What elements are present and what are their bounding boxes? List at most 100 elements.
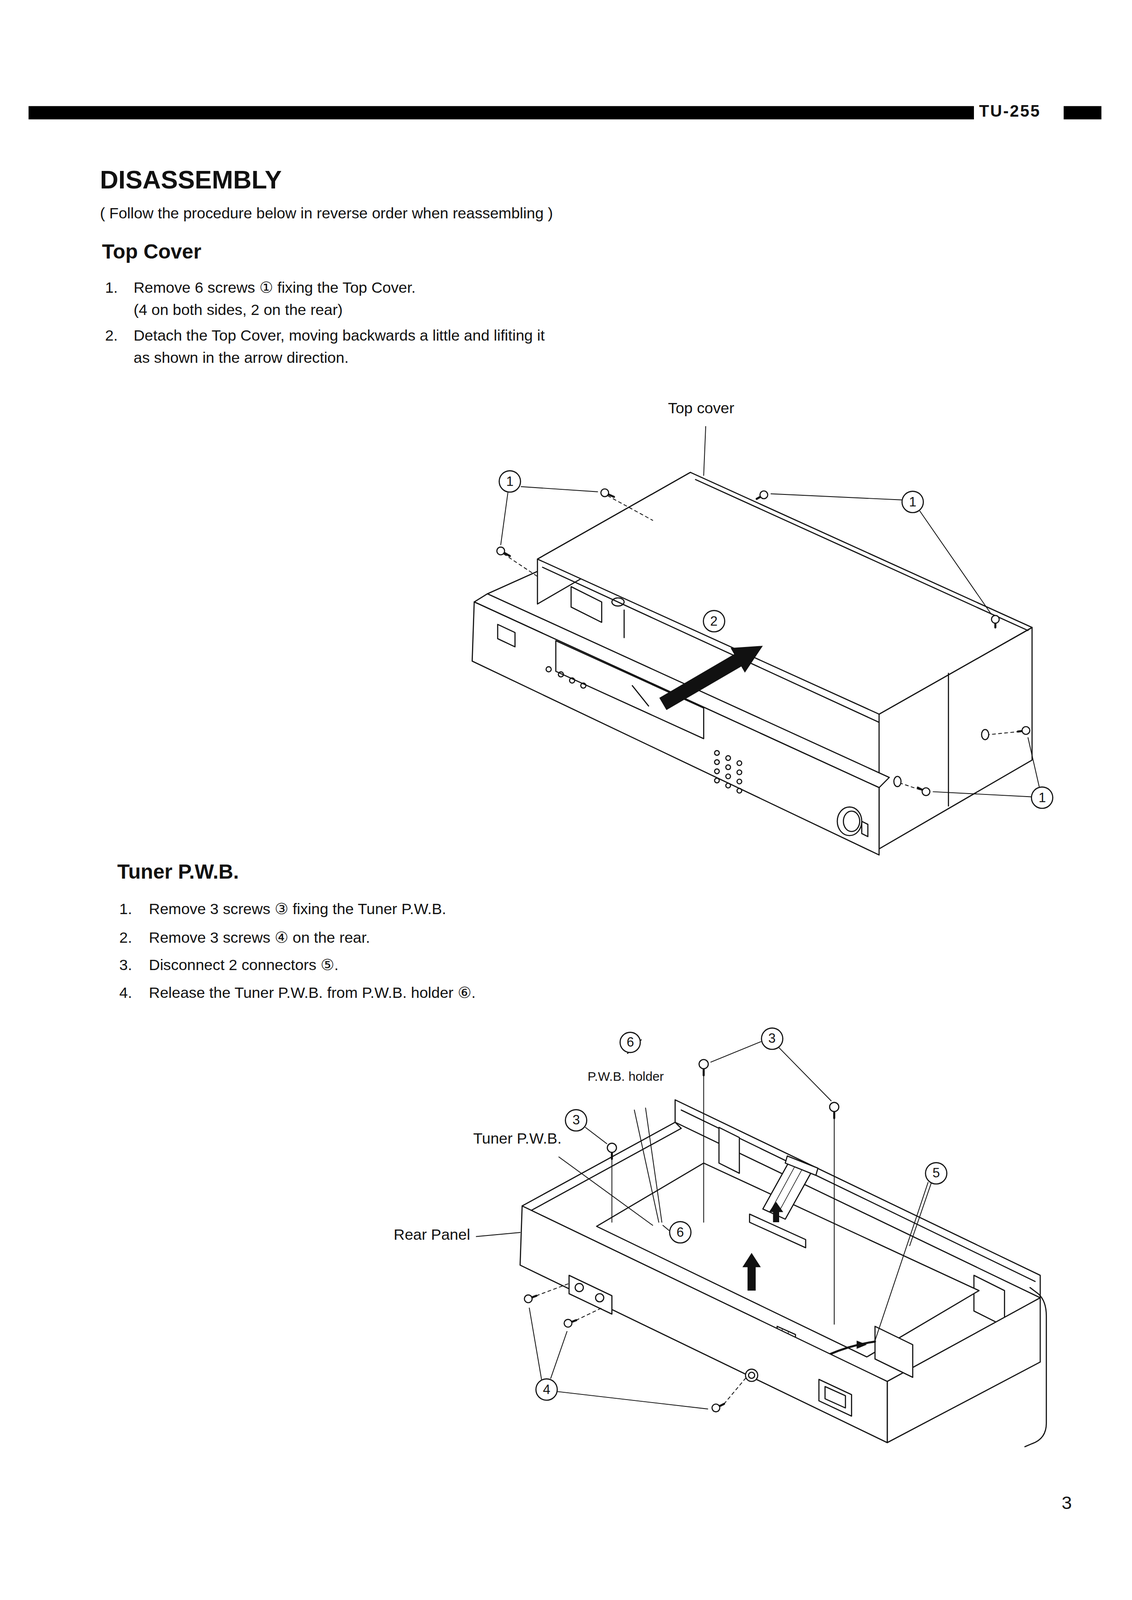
- screw: [991, 615, 1000, 623]
- leader-line: [1027, 737, 1039, 787]
- callout-number-text: 1: [506, 474, 514, 489]
- step-number: 1.: [105, 276, 118, 300]
- leader-line: [662, 1224, 669, 1230]
- callout-number: 3: [760, 1026, 784, 1050]
- terminal-post: [748, 1371, 755, 1378]
- button: [580, 682, 587, 688]
- direction-arrow: [742, 1252, 761, 1291]
- guide-line: [703, 1073, 704, 1223]
- step-number: 2.: [119, 926, 132, 949]
- callout-number-text: 2: [710, 613, 718, 629]
- flat-cable: [777, 1169, 802, 1215]
- step-number: 3.: [119, 953, 132, 977]
- section-heading: Tuner P.W.B.: [117, 856, 240, 886]
- callout-circle: [499, 470, 521, 493]
- key: [736, 769, 742, 775]
- leader-line: [585, 1126, 607, 1144]
- page-title: DISASSEMBLY: [99, 161, 282, 199]
- callout-circle: [620, 1032, 642, 1054]
- leader-line: [932, 791, 1031, 797]
- header-bar: [1063, 105, 1102, 120]
- rear-panel: [520, 1205, 888, 1443]
- front-bezel: [1024, 1287, 1047, 1446]
- part-label: Top cover: [668, 397, 735, 420]
- guide-line: [901, 783, 920, 790]
- callout-number: 1: [900, 489, 925, 514]
- bracket: [973, 1274, 1005, 1326]
- bracket: [718, 1126, 740, 1173]
- holder-callout: 6P.W.B. holder: [573, 1020, 669, 1117]
- jack: [595, 1293, 604, 1302]
- leader-line: [779, 1047, 832, 1101]
- screw-hole: [894, 776, 902, 787]
- callout-number: 3: [564, 1108, 588, 1132]
- wire: [828, 1340, 876, 1355]
- screw-hole: [981, 729, 989, 740]
- key: [725, 783, 731, 788]
- key: [736, 778, 742, 784]
- callout-number-text: 3: [768, 1030, 776, 1046]
- screw: [829, 1102, 839, 1112]
- cover-edge: [695, 479, 1028, 631]
- screw: [496, 546, 505, 555]
- step-text: Remove 3 screws ④ on the rear.: [149, 926, 371, 949]
- tuning-knob: [843, 810, 860, 832]
- callout-number: 1: [1030, 785, 1054, 810]
- terminal-post: [745, 1368, 758, 1382]
- display-glare: [632, 685, 649, 706]
- guide-line: [724, 1377, 746, 1404]
- callout-circle: [902, 491, 924, 513]
- callout-number: 1: [498, 469, 522, 493]
- key: [714, 768, 720, 774]
- callout-circle: [669, 1221, 691, 1243]
- leader-line: [558, 1156, 653, 1225]
- key: [714, 777, 720, 783]
- callout-number-text: 6: [676, 1224, 684, 1240]
- transformer: [874, 1325, 913, 1377]
- callout-circle: [925, 1162, 948, 1184]
- callout-circle: [703, 610, 725, 632]
- jack: [574, 1282, 584, 1291]
- screw: [712, 1403, 720, 1412]
- screw: [607, 1142, 617, 1152]
- ac-inlet: [824, 1385, 846, 1408]
- jack: [568, 1274, 612, 1314]
- cover-seam: [947, 673, 950, 806]
- direction-arrow: [768, 1201, 784, 1222]
- key: [725, 773, 731, 779]
- step-text: Detach the Top Cover, moving backwards a…: [133, 324, 563, 370]
- callout-number: 4: [534, 1377, 559, 1401]
- callout-number-text: 5: [932, 1165, 940, 1180]
- guide-line: [576, 1307, 602, 1320]
- part-label: Tuner P.W.B.: [473, 1127, 562, 1150]
- callout-circle: [536, 1378, 558, 1400]
- tuning-knob: [837, 806, 862, 836]
- direction-arrow: [856, 1340, 867, 1349]
- model-code: TU-255: [979, 99, 1042, 123]
- key: [714, 759, 720, 765]
- leader-line: [919, 510, 992, 614]
- chassis-post: [623, 609, 625, 638]
- callout-number-text: 1: [1038, 790, 1046, 805]
- header-bar: [28, 105, 974, 120]
- power-button: [497, 624, 516, 647]
- screw: [699, 1058, 709, 1068]
- leader-line: [771, 493, 902, 500]
- ac-inlet: [818, 1378, 852, 1416]
- screw: [922, 787, 930, 796]
- key: [714, 750, 720, 755]
- key: [725, 764, 731, 770]
- button: [545, 666, 552, 672]
- chassis-edge: [487, 571, 538, 594]
- callout-number-text: 4: [542, 1381, 551, 1397]
- guide-line: [607, 495, 653, 520]
- callout-circle: [620, 1032, 641, 1053]
- leader-line: [634, 1109, 659, 1222]
- callout-number: 6: [668, 1219, 693, 1244]
- leader-line: [521, 486, 598, 492]
- page-number: 3: [1061, 1488, 1072, 1516]
- reassembly-note: ( Follow the procedure below in reverse …: [99, 202, 553, 225]
